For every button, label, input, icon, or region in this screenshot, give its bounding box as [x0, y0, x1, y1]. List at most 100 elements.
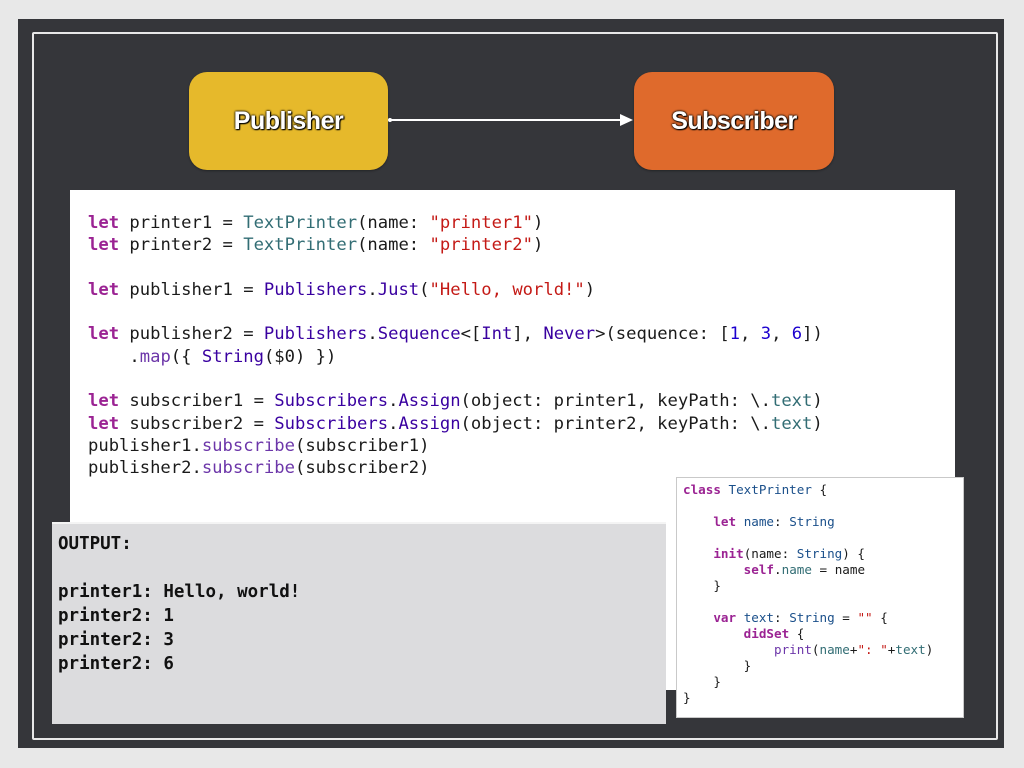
code-token: { — [872, 610, 888, 625]
output-line: printer2: 3 — [58, 630, 174, 650]
code-token: ) — [812, 391, 823, 412]
code-token: publisher1 = — [119, 279, 264, 300]
class-code-panel: class TextPrinter { let name: String ini… — [676, 477, 964, 718]
output-panel: OUTPUT: printer1: Hello, world! printer2… — [52, 522, 666, 724]
code-token: let — [88, 413, 120, 434]
code-token: ) — [812, 413, 823, 434]
code-token: ) — [532, 213, 544, 233]
code-token: + — [887, 642, 896, 657]
code-token — [683, 514, 713, 529]
code-line: self.name = name — [683, 562, 865, 577]
code-token: name — [781, 562, 812, 577]
code-token: (object: printer1, keyPath: \. — [460, 391, 771, 412]
code-token: ( — [419, 279, 430, 300]
code-token: publisher1. — [88, 435, 202, 456]
code-token: : — [774, 514, 790, 529]
code-token — [721, 482, 729, 497]
code-token — [736, 610, 744, 625]
code-token: print — [774, 642, 812, 657]
code-token: 1 — [729, 324, 740, 345]
code-token: printer2 = — [119, 235, 244, 256]
code-token: Never — [543, 324, 596, 345]
output-line: printer2: 1 — [58, 606, 174, 626]
code-line: let subscriber2 = Subscribers.Assign(obj… — [88, 414, 823, 434]
code-token: let — [713, 514, 737, 529]
subscriber-label: Subscriber — [671, 106, 797, 135]
code-token: (object: printer2, keyPath: \. — [460, 413, 771, 434]
code-token: 6 — [791, 324, 803, 345]
code-token: = name — [811, 562, 866, 577]
code-token: , — [771, 324, 792, 345]
code-token: } — [683, 578, 721, 593]
code-token: publisher2 = — [119, 324, 264, 345]
code-line: let printer1 = TextPrinter(name: "printe… — [88, 213, 543, 233]
code-line: } — [683, 658, 752, 673]
code-token: ($0) }) — [263, 346, 337, 367]
code-token: subscribe — [201, 435, 295, 456]
code-token — [736, 514, 744, 529]
code-token: String — [796, 546, 843, 561]
code-token: let — [88, 279, 120, 300]
code-token: { — [789, 626, 805, 641]
output-text: OUTPUT: printer1: Hello, world! printer2… — [58, 532, 300, 676]
code-token: name — [743, 514, 775, 529]
code-token: ], — [512, 324, 544, 345]
code-line: } — [683, 690, 691, 705]
code-line: let printer2 = TextPrinter(name: "printe… — [88, 235, 543, 255]
code-token: . — [367, 279, 378, 300]
code-token: let — [88, 324, 120, 345]
code-token: TextPrinter — [243, 213, 358, 233]
code-line: didSet { — [683, 626, 805, 641]
publisher-label: Publisher — [233, 106, 344, 135]
code-token: ) { — [842, 546, 866, 561]
code-line: init(name: String) { — [683, 546, 865, 561]
code-token: init — [713, 546, 744, 561]
code-token: . — [367, 324, 378, 345]
code-token — [683, 610, 713, 625]
code-token: = — [834, 610, 858, 625]
code-token: didSet — [743, 626, 790, 641]
code-token: Assign — [398, 391, 461, 412]
code-line: let name: String — [683, 514, 835, 529]
code-token: text — [895, 642, 926, 657]
main-code-block: let printer1 = TextPrinter(name: "printe… — [88, 212, 823, 480]
code-token: } — [683, 658, 752, 673]
code-token: (name: — [357, 235, 430, 256]
code-token: text — [743, 610, 775, 625]
code-token: } — [683, 690, 691, 705]
code-token: text — [770, 391, 813, 412]
code-line: publisher2.subscribe(subscriber2) — [88, 458, 430, 478]
code-token: , — [740, 324, 761, 345]
code-token: Publishers — [263, 324, 368, 345]
code-token: ]) — [802, 324, 823, 345]
code-token: "Hello, world!" — [429, 279, 585, 300]
code-token: Assign — [398, 413, 461, 434]
code-token — [683, 626, 744, 641]
code-token: >(sequence: [ — [595, 324, 730, 345]
code-token: Subscribers — [274, 391, 389, 412]
code-token: ({ — [170, 346, 202, 367]
code-token: . — [774, 562, 782, 577]
slide-frame — [32, 32, 998, 740]
code-token: (name: — [357, 213, 430, 233]
code-token: publisher2. — [88, 458, 202, 479]
code-token: class — [683, 482, 721, 497]
code-token: Subscribers — [274, 413, 389, 434]
code-token: ) — [532, 235, 544, 256]
code-token: printer1 = — [119, 213, 244, 233]
code-token: "printer1" — [429, 213, 533, 233]
publisher-node: Publisher — [189, 72, 388, 170]
code-token: String — [201, 346, 264, 367]
code-token: let — [88, 213, 120, 233]
code-token: Int — [481, 324, 513, 345]
code-token — [683, 546, 713, 561]
code-line: let publisher1 = Publishers.Just("Hello,… — [88, 280, 595, 300]
code-token: String — [789, 514, 835, 529]
subscriber-node: Subscriber — [634, 72, 834, 170]
code-token: Publishers — [263, 279, 368, 300]
code-token: . — [388, 413, 399, 434]
code-token: Sequence — [377, 324, 461, 345]
code-token: self — [743, 562, 775, 577]
code-token: TextPrinter — [728, 482, 812, 497]
code-token: var — [713, 610, 737, 625]
